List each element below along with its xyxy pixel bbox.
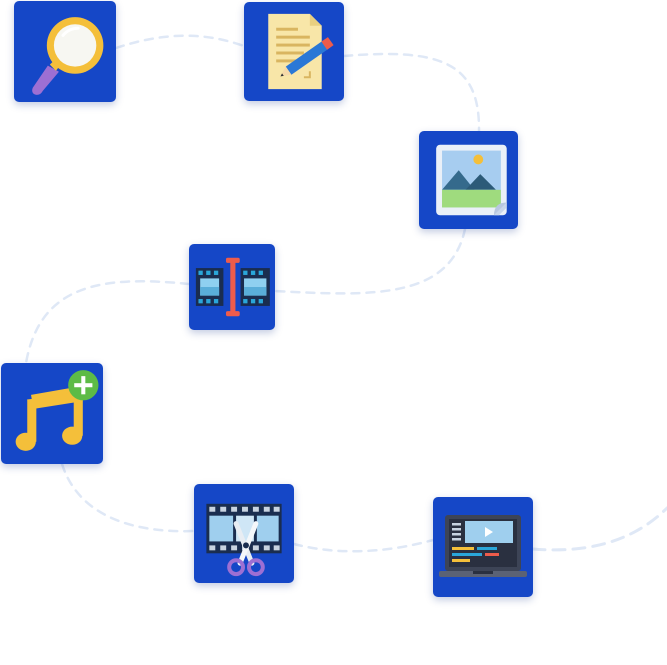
laptop-video-editor-icon xyxy=(439,515,527,577)
video-editor-tile[interactable] xyxy=(433,497,533,597)
image-tile[interactable] xyxy=(419,131,518,229)
landscape-image-icon xyxy=(436,144,507,216)
search-tile[interactable] xyxy=(14,1,116,102)
film-trim-icon xyxy=(195,257,270,317)
film-cut-tile[interactable] xyxy=(194,484,294,583)
add-music-tile[interactable] xyxy=(1,363,103,464)
document-pencil-icon xyxy=(268,13,334,90)
trim-tile[interactable] xyxy=(189,244,275,330)
add-music-icon xyxy=(15,370,99,451)
document-tile[interactable] xyxy=(244,2,344,101)
magnifying-glass-icon xyxy=(32,17,104,95)
film-cut-scissors-icon xyxy=(206,503,282,577)
